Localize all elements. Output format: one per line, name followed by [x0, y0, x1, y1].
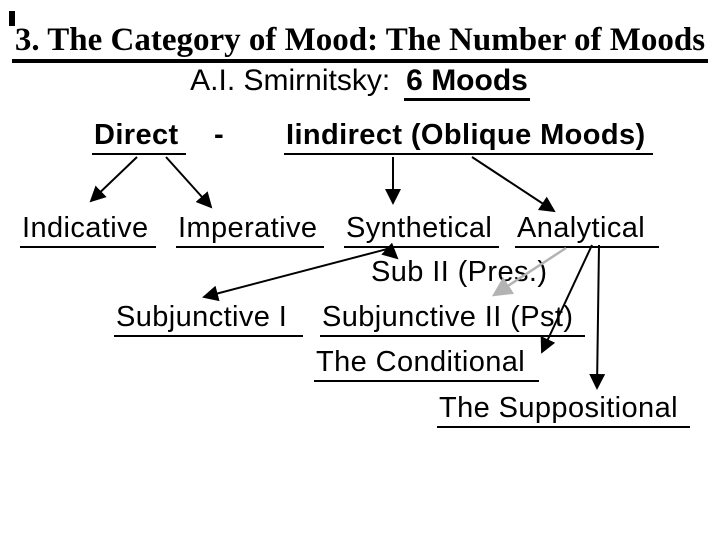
branch-separator: -	[214, 119, 225, 151]
moods-count: 6 Moods	[404, 64, 530, 101]
arrow-synthetical-to-subjunctive-i	[202, 247, 392, 302]
node-direct: Direct	[92, 119, 186, 155]
arrow-direct-to-indicative	[89, 156, 138, 203]
node-synthetical: Synthetical	[344, 212, 500, 248]
node-conditional: The Conditional	[314, 346, 540, 382]
arrow-analytical-to-suppositional	[589, 244, 606, 390]
author-line: A.I. Smirnitsky: 6 Moods	[0, 64, 720, 101]
node-indicative: Indicative	[20, 212, 156, 248]
slide-title: 3. The Category of Mood: The Number of M…	[0, 22, 720, 63]
node-subjunctive-ii-pst: Subjunctive II (Pst)	[320, 301, 586, 337]
node-imperative: Imperative	[176, 212, 325, 248]
corner-artifact-mark	[9, 11, 15, 26]
node-subjunctive-i: Subjunctive I	[114, 301, 304, 337]
arrow-direct-to-imperative	[165, 156, 213, 209]
node-suppositional: The Suppositional	[437, 392, 690, 428]
arrow-indirect-to-analytical	[471, 156, 556, 213]
node-sub-ii-pres: Sub II (Pres.)	[371, 256, 548, 288]
node-analytical: Analytical	[515, 212, 660, 248]
author-label: A.I. Smirnitsky:	[190, 64, 391, 97]
node-indirect: Iindirect (Oblique Moods)	[284, 119, 653, 155]
slide-title-text: 3. The Category of Mood: The Number of M…	[11, 22, 709, 63]
